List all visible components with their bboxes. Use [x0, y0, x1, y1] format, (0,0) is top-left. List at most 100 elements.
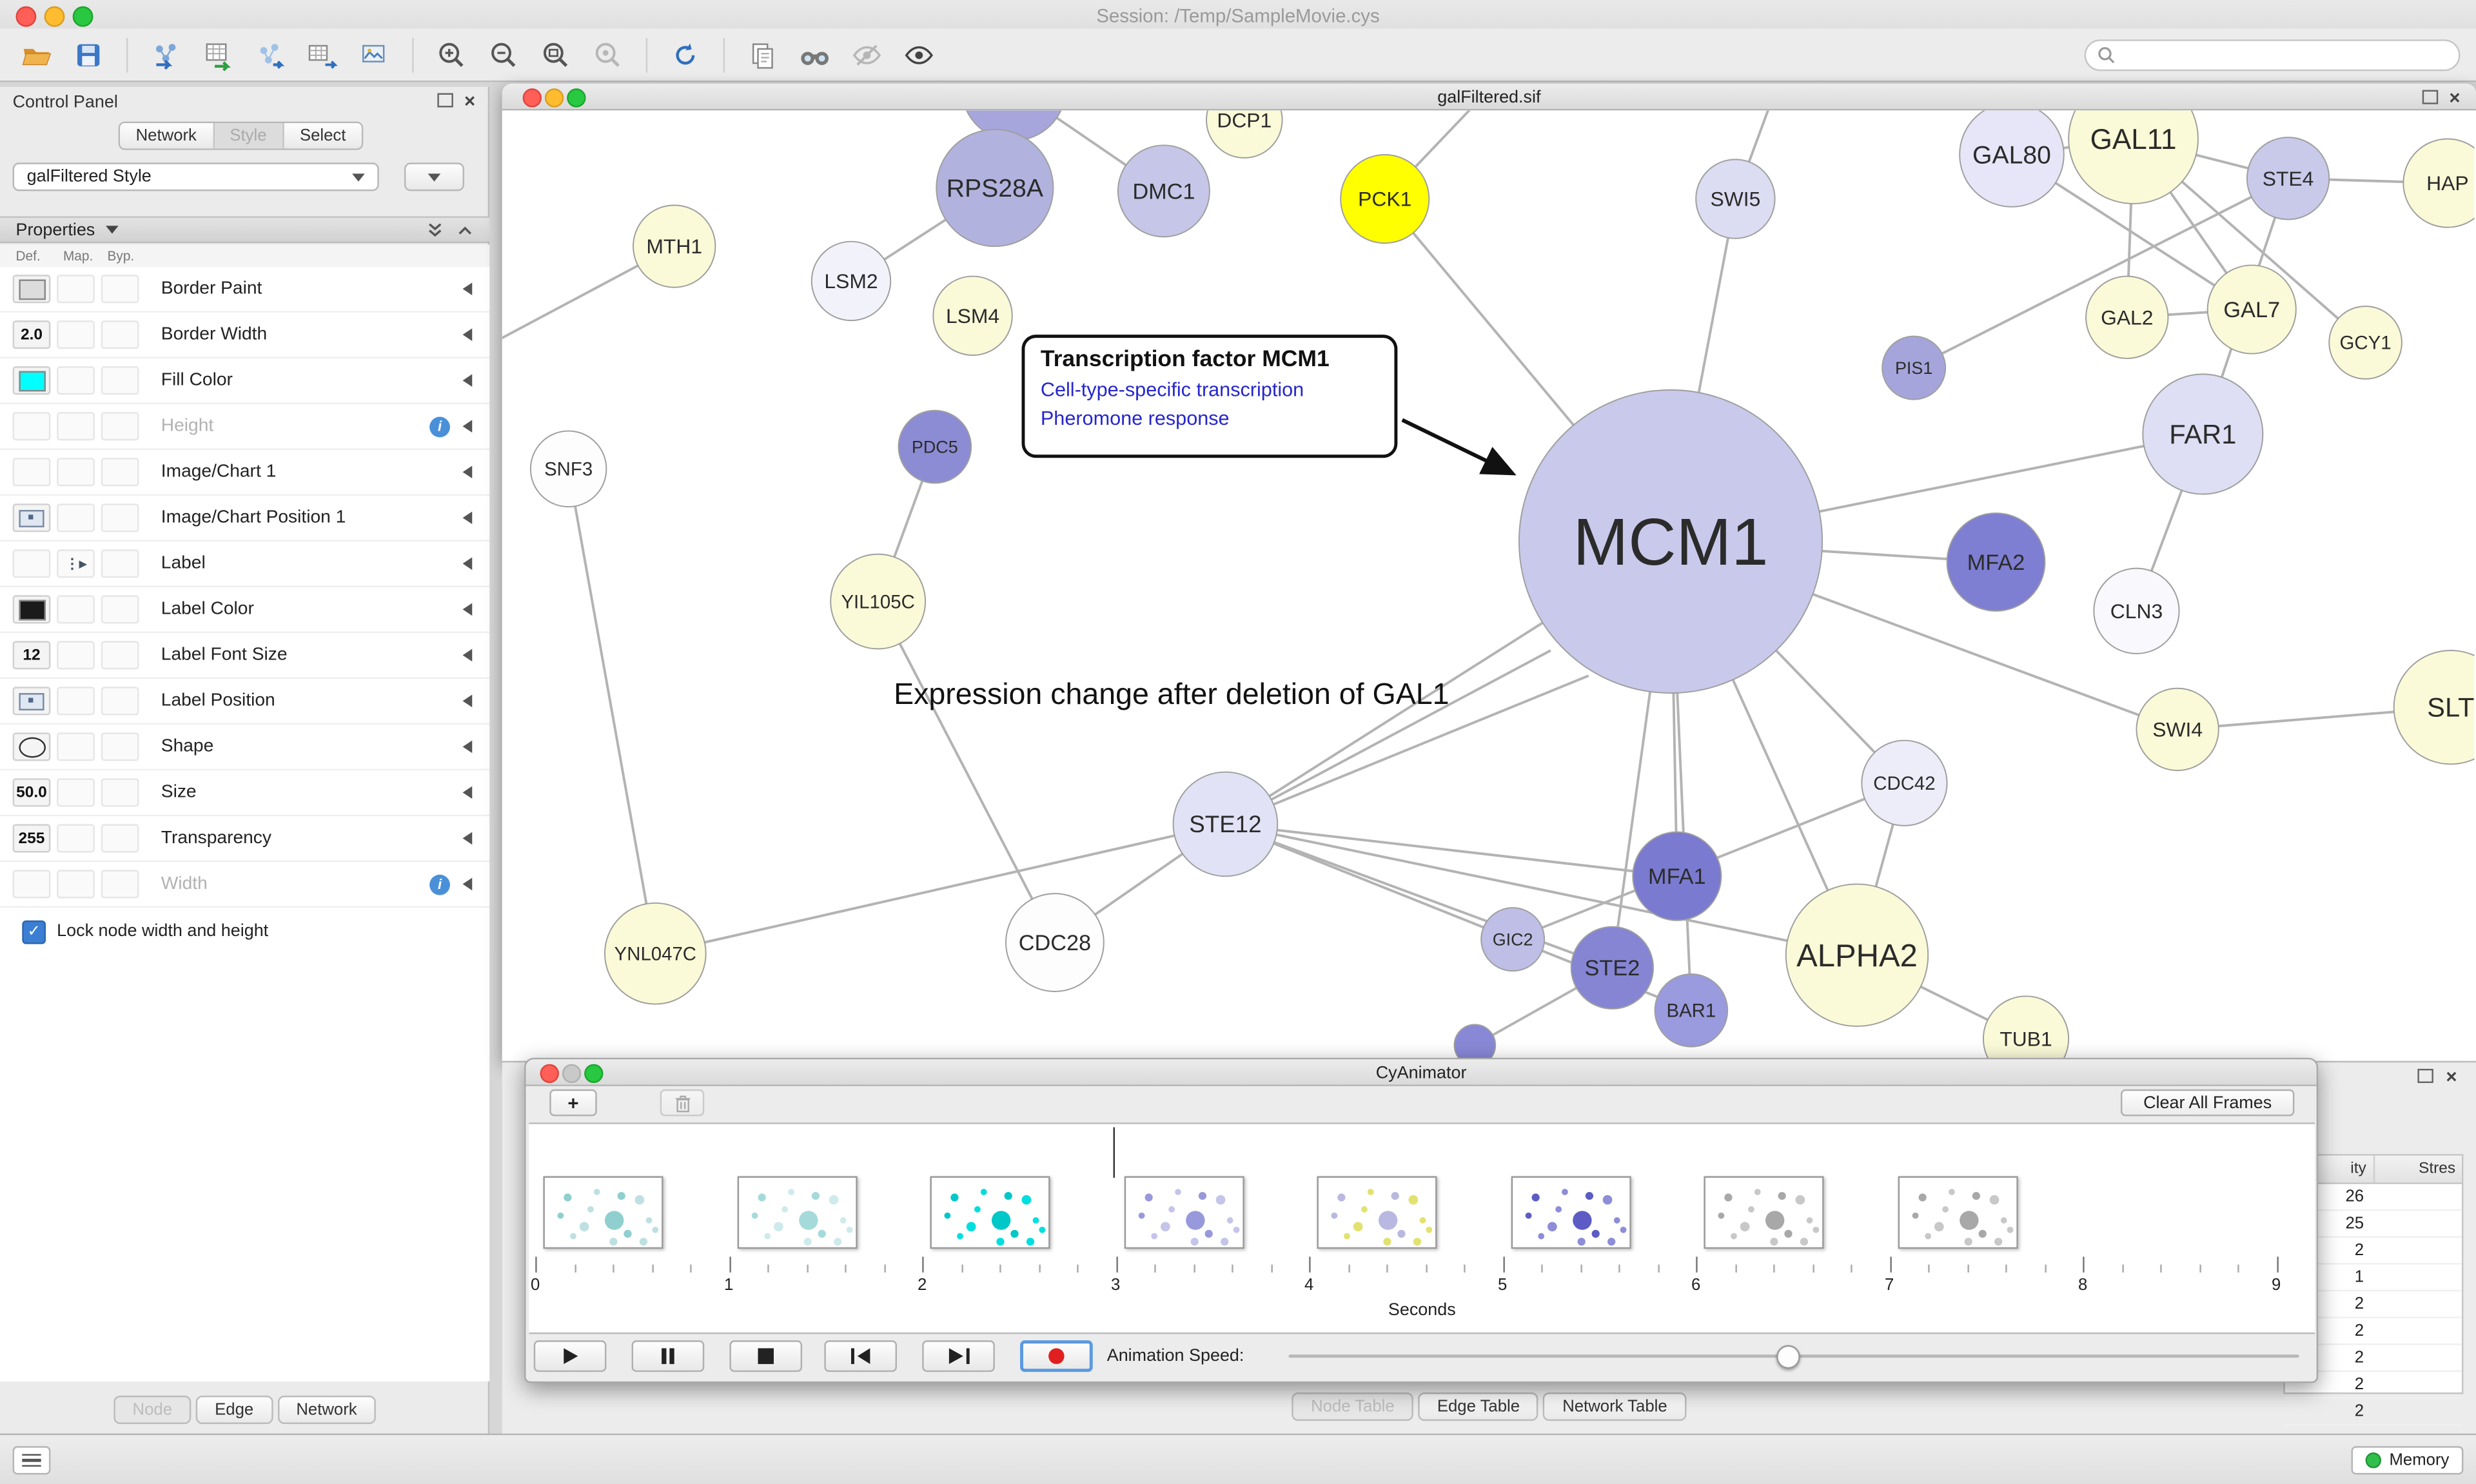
minimize-frame-button[interactable] [562, 1064, 582, 1084]
info-icon[interactable]: i [429, 416, 450, 437]
network-node[interactable] [898, 409, 972, 484]
network-node[interactable] [1785, 883, 1929, 1027]
bypass-cell[interactable] [101, 549, 139, 578]
expand-all-icon[interactable] [426, 221, 444, 239]
memory-button[interactable]: Memory [2351, 1446, 2464, 1475]
network-node[interactable] [604, 902, 707, 1005]
annotation-link[interactable]: Cell-type-specific transcription [1040, 378, 1304, 402]
close-frame-button[interactable] [522, 88, 542, 108]
def-cell[interactable] [12, 870, 51, 899]
network-node[interactable] [2085, 275, 2169, 359]
network-node[interactable] [1172, 771, 1279, 877]
bypass-cell[interactable] [101, 870, 139, 899]
network-node[interactable] [1480, 907, 1546, 972]
network-node[interactable] [2402, 138, 2475, 228]
frame-thumbnail[interactable] [930, 1176, 1050, 1249]
def-cell[interactable]: 50.0 [12, 778, 51, 807]
open-session-icon[interactable] [15, 34, 57, 75]
play-button[interactable] [533, 1340, 607, 1372]
tab-style[interactable]: Style [213, 123, 284, 149]
float-panel-icon[interactable] [2417, 1068, 2433, 1084]
network-node[interactable] [1959, 110, 2065, 208]
map-cell[interactable] [57, 687, 95, 716]
expand-arrow-icon[interactable] [462, 328, 473, 341]
bypass-cell[interactable] [101, 778, 139, 807]
expand-arrow-icon[interactable] [462, 740, 473, 754]
map-cell[interactable] [57, 732, 95, 761]
network-node[interactable] [1518, 389, 1823, 694]
network-node[interactable] [1695, 159, 1776, 239]
float-window-icon[interactable] [2422, 90, 2439, 104]
table-row[interactable]: 2 [2284, 1238, 2462, 1265]
map-cell[interactable]: ⋮▸ [57, 549, 95, 578]
property-row[interactable]: Fill Color [0, 358, 490, 404]
zoom-selected-icon[interactable] [587, 34, 629, 75]
pause-button[interactable] [631, 1340, 705, 1372]
network-node[interactable] [2328, 306, 2402, 380]
collapse-icon[interactable] [457, 224, 474, 237]
table-row[interactable]: 25 [2284, 1211, 2462, 1238]
def-cell[interactable] [12, 366, 51, 395]
properties-header[interactable]: Properties [0, 216, 490, 244]
def-cell[interactable] [12, 275, 51, 304]
expand-arrow-icon[interactable] [462, 877, 473, 891]
property-row[interactable]: Border Paint [0, 266, 490, 313]
bypass-cell[interactable] [101, 320, 139, 349]
expand-arrow-icon[interactable] [462, 557, 473, 571]
property-row[interactable]: Image/Chart 1 [0, 449, 490, 496]
refresh-icon[interactable] [665, 34, 706, 75]
frame-thumbnail[interactable] [1704, 1176, 1824, 1249]
annotation-box[interactable]: Transcription factor MCM1 Cell-type-spec… [1021, 335, 1398, 458]
record-button[interactable] [1020, 1340, 1093, 1372]
expand-arrow-icon[interactable] [462, 786, 473, 799]
annotation-link[interactable]: Pheromone response [1040, 406, 1230, 429]
zoom-window-button[interactable] [72, 6, 93, 27]
table-row[interactable]: 2 [2284, 1372, 2462, 1399]
bypass-cell[interactable] [101, 595, 139, 624]
network-window-titlebar[interactable]: galFiltered.sif × [502, 83, 2476, 111]
network-node[interactable] [2068, 110, 2199, 204]
bypass-cell[interactable] [101, 641, 139, 670]
map-cell[interactable] [57, 275, 95, 304]
expand-arrow-icon[interactable] [462, 832, 473, 845]
close-panel-icon[interactable]: × [2446, 1064, 2457, 1088]
search-field[interactable] [2084, 39, 2461, 70]
map-cell[interactable] [57, 870, 95, 899]
network-node[interactable] [2093, 567, 2180, 654]
network-node[interactable] [2393, 650, 2475, 765]
def-cell[interactable] [12, 503, 51, 532]
zoom-in-icon[interactable] [431, 34, 473, 75]
import-table-icon[interactable] [197, 34, 239, 75]
table-column-header[interactable]: Stres [2418, 1160, 2456, 1178]
tab-network-bottom[interactable]: Network [277, 1395, 377, 1424]
table-row[interactable]: 26 [2284, 1184, 2462, 1211]
next-frame-button[interactable] [922, 1340, 995, 1372]
expand-arrow-icon[interactable] [462, 649, 473, 662]
tab-network-table[interactable]: Network Table [1543, 1392, 1687, 1421]
map-cell[interactable] [57, 412, 95, 441]
network-node[interactable] [1570, 926, 1655, 1010]
expand-arrow-icon[interactable] [462, 282, 473, 295]
network-node[interactable] [811, 240, 892, 322]
close-window-icon[interactable]: × [2449, 86, 2461, 108]
expand-arrow-icon[interactable] [462, 694, 473, 708]
frame-thumbnail[interactable] [736, 1176, 857, 1249]
expand-arrow-icon[interactable] [462, 603, 473, 616]
map-cell[interactable] [57, 503, 95, 532]
property-row[interactable]: ⋮▸Label [0, 542, 490, 588]
map-cell[interactable] [57, 595, 95, 624]
clipboard-icon[interactable] [742, 34, 783, 75]
network-node[interactable] [1982, 995, 2070, 1061]
close-frame-button[interactable] [540, 1064, 559, 1084]
binoculars-icon[interactable] [794, 34, 836, 75]
speed-slider-thumb[interactable] [1776, 1345, 1800, 1369]
map-cell[interactable] [57, 320, 95, 349]
tab-edge[interactable]: Edge [195, 1395, 273, 1424]
export-network-icon[interactable] [250, 34, 291, 75]
export-table-icon[interactable] [302, 34, 343, 75]
property-row[interactable]: Label Position [0, 679, 490, 725]
